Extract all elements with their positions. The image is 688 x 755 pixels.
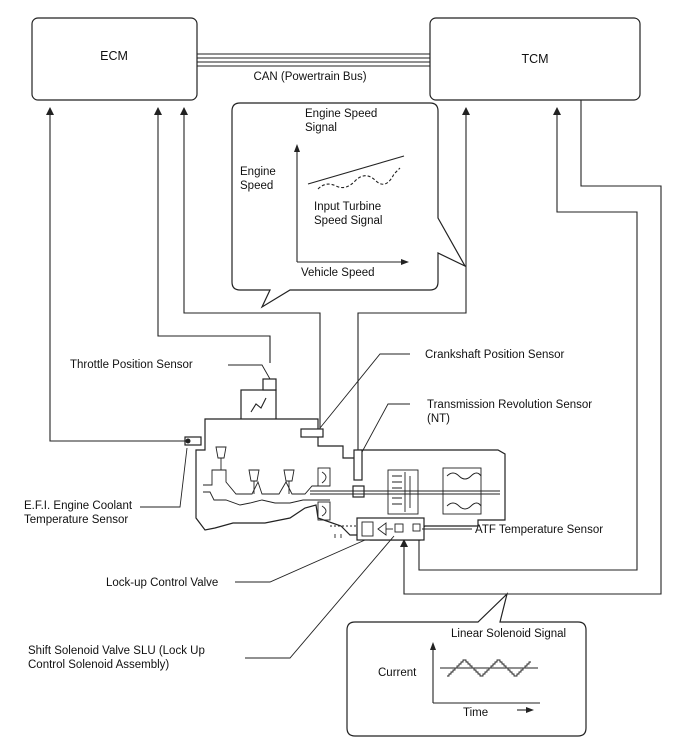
engine-speed-axis-label-2: Speed (240, 180, 273, 192)
can-bus-lines (197, 53, 430, 67)
turbine-speed-label-1: Input Turbine (314, 201, 381, 213)
current-axis-label: Current (378, 667, 417, 679)
tcm-label: TCM (521, 52, 548, 66)
coolant-temp-sensor-label-2: Temperature Sensor (24, 514, 128, 526)
leader-lines (140, 353, 472, 659)
ecm-label: ECM (100, 49, 128, 63)
atf-temp-sensor-label: ATF Temperature Sensor (475, 524, 603, 536)
shift-solenoid-label-2: Control Solenoid Assembly) (28, 659, 169, 671)
coolant-temp-sensor (184, 436, 202, 446)
tcm-module: TCM (429, 17, 641, 101)
powertrain-body (195, 418, 506, 541)
speed-graph-callout (231, 102, 467, 309)
nt-sensor (353, 449, 363, 481)
engine-speed-axis-label-1: Engine (240, 166, 276, 178)
turbine-speed-label-2: Speed Signal (314, 215, 382, 227)
transmission-revolution-sensor-label-2: (NT) (427, 413, 450, 425)
coolant-temp-sensor-label-1: E.F.I. Engine Coolant (24, 500, 133, 512)
solenoid-graph-callout (346, 592, 587, 737)
crankshaft-sensor (300, 428, 324, 438)
crankshaft-position-sensor-label: Crankshaft Position Sensor (425, 349, 565, 361)
ecm-module: ECM (31, 17, 198, 101)
transmission-revolution-sensor-label-1: Transmission Revolution Sensor (427, 399, 592, 411)
lockup-control-valve-label: Lock-up Control Valve (106, 577, 218, 589)
ecm-signal-lines (46, 107, 321, 442)
shift-solenoid-label-1: Shift Solenoid Valve SLU (Lock Up (28, 645, 205, 657)
engine-speed-signal-label-2: Signal (305, 122, 337, 134)
engine-speed-signal-label-1: Engine Speed (305, 108, 377, 120)
vehicle-speed-axis-label: Vehicle Speed (301, 267, 375, 279)
solenoid-signal-title: Linear Solenoid Signal (451, 628, 566, 640)
throttle-body (240, 378, 277, 421)
throttle-position-sensor-label: Throttle Position Sensor (70, 359, 193, 371)
can-bus-label: CAN (Powertrain Bus) (253, 71, 366, 83)
time-axis-label: Time (463, 707, 488, 719)
